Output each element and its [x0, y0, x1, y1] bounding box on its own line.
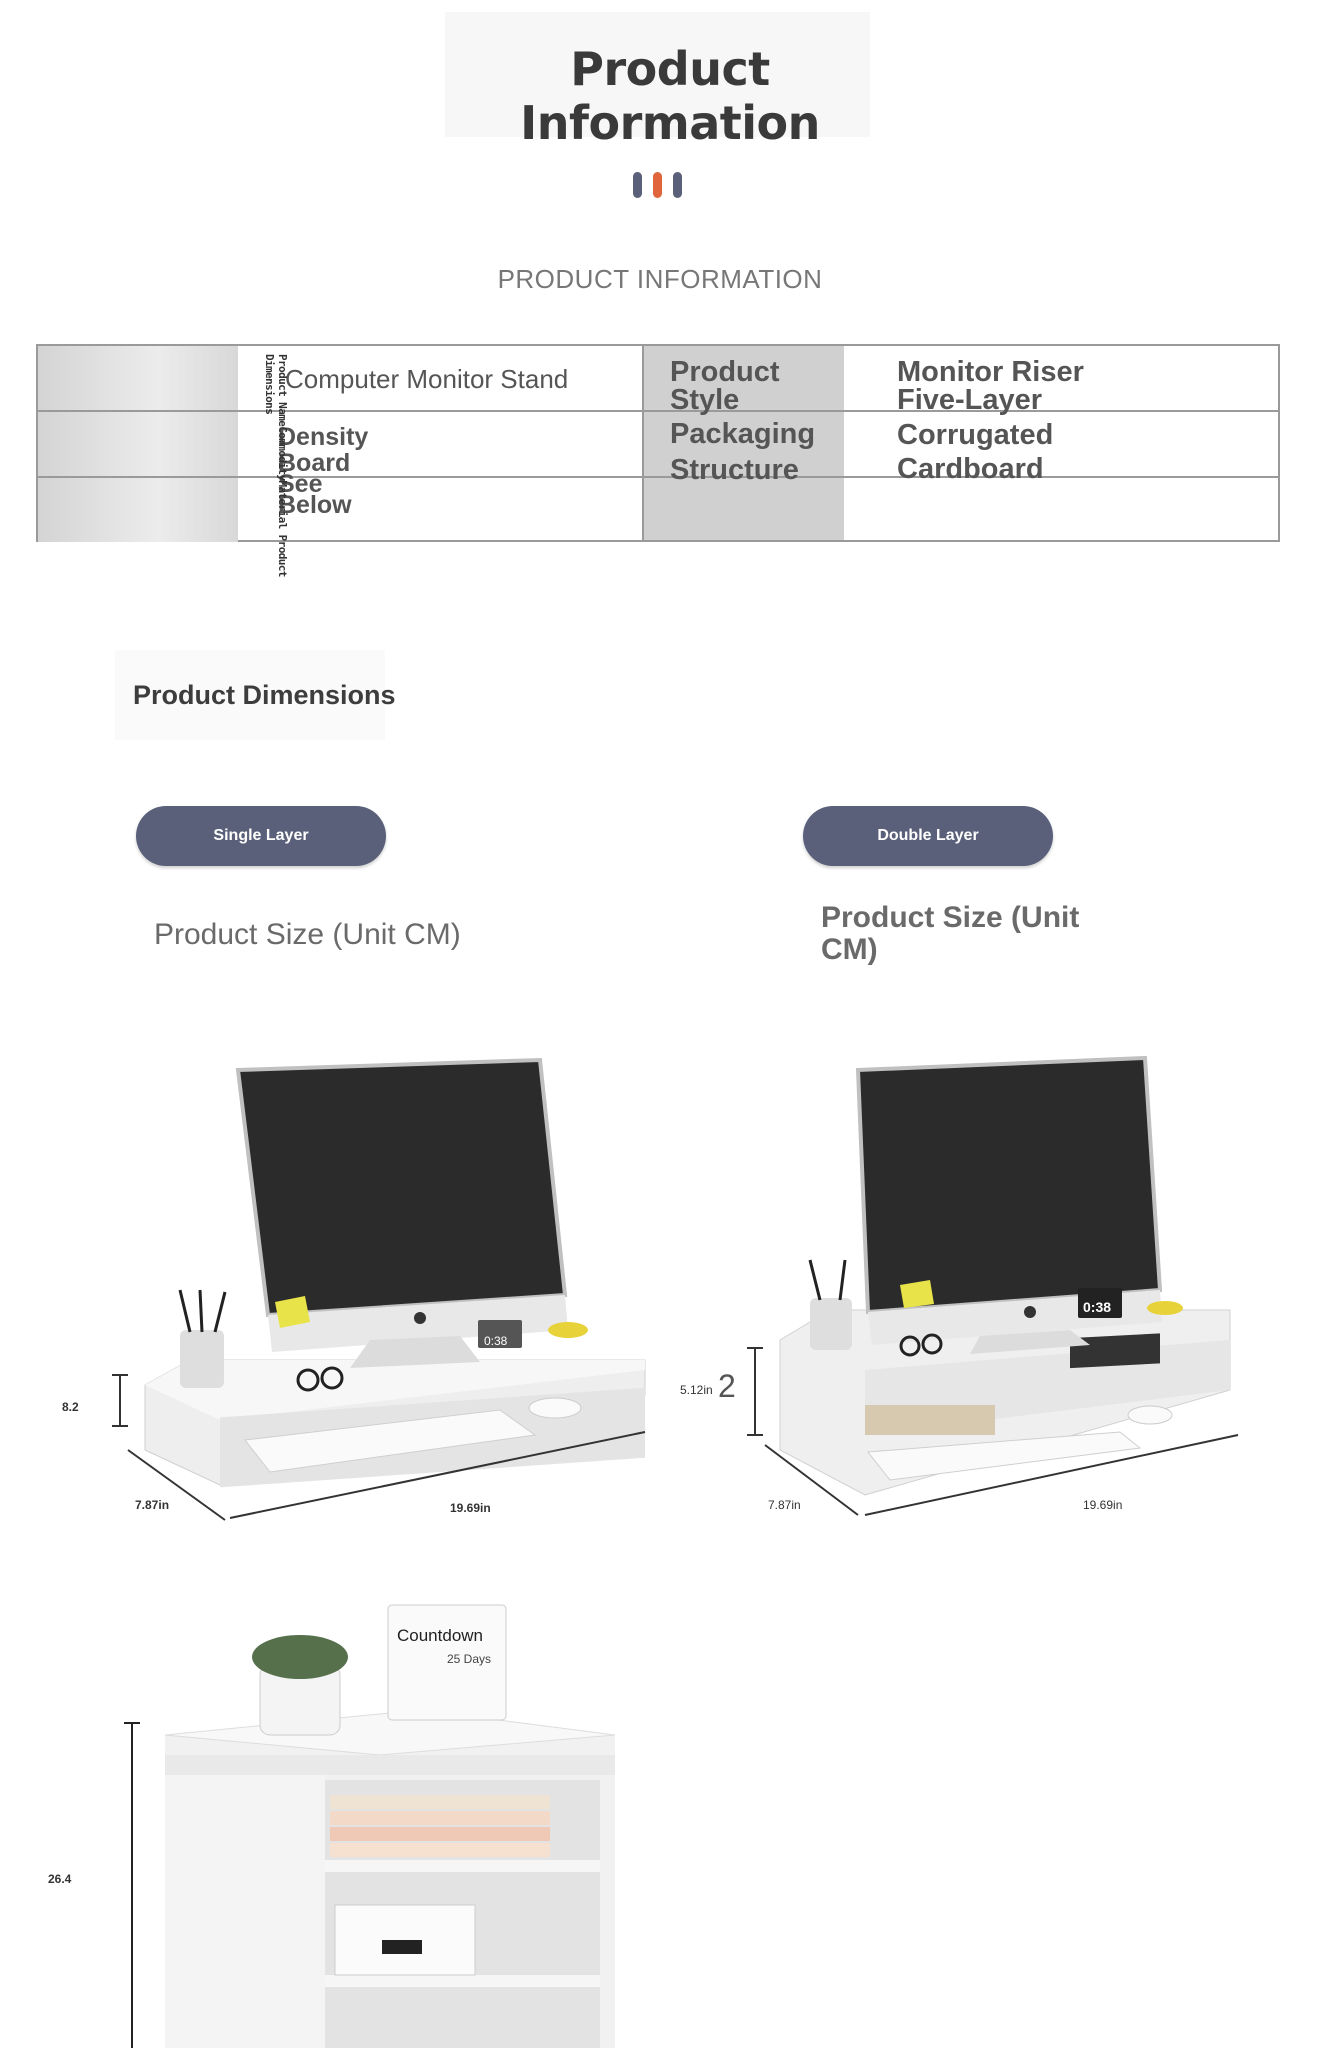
title-background	[445, 12, 870, 137]
table-divider	[38, 476, 1278, 478]
table-cell: Density Board	[278, 423, 369, 477]
clock-display-double: 0:38	[1083, 1299, 1112, 1315]
countdown-days: 25 Days	[447, 1652, 492, 1666]
single-layer-illustration	[112, 1057, 646, 1521]
accent-bar-1	[633, 172, 642, 198]
table-divider	[642, 346, 644, 540]
depth-label-double: 7.87in	[768, 1498, 801, 1512]
height-label-single: 8.2	[62, 1400, 79, 1414]
section-title: Product Dimensions	[133, 680, 396, 710]
vertical-table-label: Product NameCommodityMaterial Product Di…	[263, 354, 289, 577]
table-label-cell	[38, 346, 238, 410]
accent-bar-3	[673, 172, 682, 198]
size-label-single: Product Size (Unit CM)	[154, 918, 461, 951]
single-layer-button[interactable]: Single Layer	[136, 806, 386, 866]
table-label: Product Style	[670, 356, 780, 416]
height-label-double: 5.12in	[680, 1383, 713, 1397]
table-label-cell	[38, 478, 238, 542]
table-cell: See Below	[278, 470, 352, 519]
table-cell: Corrugated Cardboard	[897, 419, 1054, 485]
table-label-cell	[38, 412, 238, 476]
table-divider	[38, 410, 1278, 412]
shelf-illustration	[124, 1604, 616, 2048]
height-label-shelf: 26.4	[48, 1872, 72, 1886]
clock-display: 0:38	[484, 1334, 508, 1348]
width-label-double: 19.69in	[1083, 1498, 1123, 1512]
product-info-table: Computer Monitor Stand Density Board See…	[36, 344, 1280, 542]
table-cell: Monitor Riser Five-Layer	[897, 356, 1084, 416]
accent-bar-2	[653, 172, 662, 198]
section-title-background	[115, 650, 385, 740]
table-label-column	[644, 346, 844, 540]
table-cell: Computer Monitor Stand	[285, 364, 569, 394]
height-mark-double: 2	[718, 1368, 736, 1404]
table-label: Packaging Structure	[670, 418, 816, 486]
width-label-single: 19.69in	[450, 1501, 491, 1515]
double-layer-illustration	[747, 1055, 1239, 1516]
page-title: Product Information	[520, 42, 820, 150]
size-label-double: Product Size (Unit CM)	[821, 901, 1080, 966]
double-layer-button[interactable]: Double Layer	[803, 806, 1053, 866]
countdown-title: Countdown	[397, 1626, 484, 1645]
depth-label-single: 7.87in	[135, 1498, 170, 1512]
section-subheading: PRODUCT INFORMATION	[497, 264, 823, 294]
